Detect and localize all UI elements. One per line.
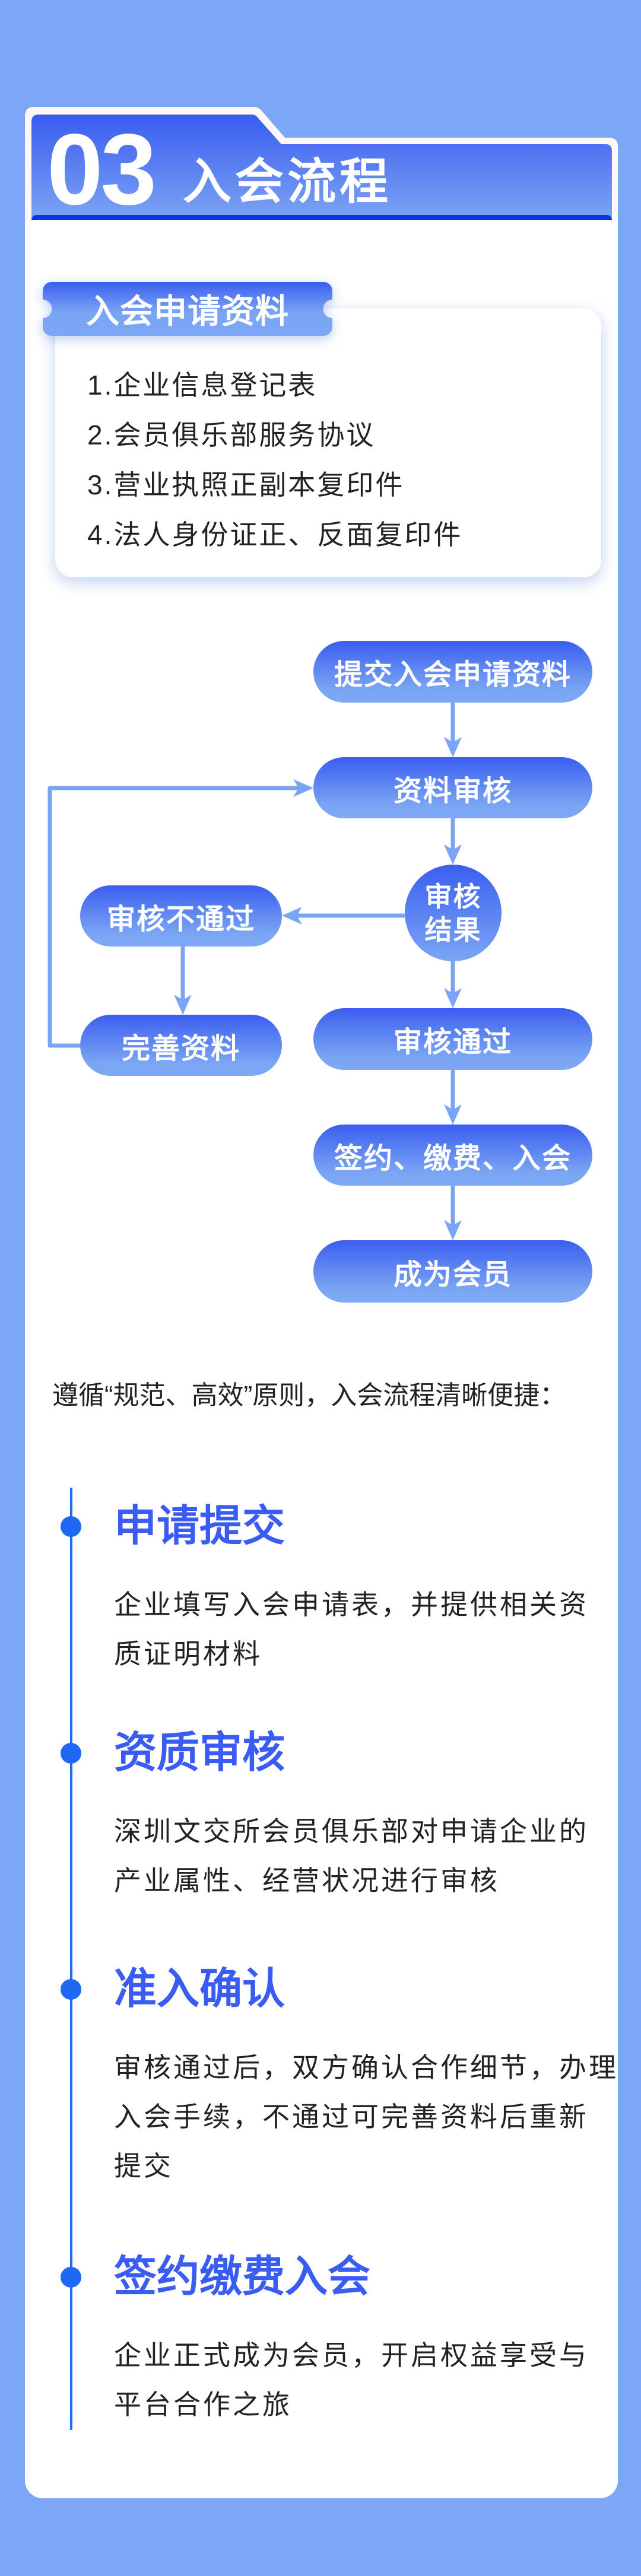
timeline-step: 申请提交 企业填写入会申请表，并提供相关资 质证明材料 <box>114 1500 607 1679</box>
flow-decision-result: 审核 结果 <box>405 865 502 961</box>
content-card <box>25 220 618 2498</box>
step-description: 企业正式成为会员，开启权益享受与 平台合作之旅 <box>114 2331 607 2429</box>
materials-item: 4.法人身份证正、反面复印件 <box>87 519 463 550</box>
materials-label-badge: 入会申请资料 <box>43 282 332 336</box>
materials-list: 1.企业信息登记表 2.会员俱乐部服务协议 3.营业执照正副本复印件 4.法人身… <box>87 360 462 560</box>
timeline-dot-icon <box>61 1516 81 1537</box>
flow-node-sign: 签约、缴费、入会 <box>313 1125 592 1186</box>
step-line: 入会手续，不通过可完善资料后重新 <box>114 2101 589 2132</box>
timeline-step: 签约缴费入会 企业正式成为会员，开启权益享受与 平台合作之旅 <box>114 2250 607 2429</box>
step-line: 企业正式成为会员，开启权益享受与 <box>114 2340 589 2371</box>
step-title: 资质审核 <box>114 1729 285 1777</box>
flow-node-improve: 完善资料 <box>80 1015 282 1076</box>
timeline-line <box>70 1488 72 2430</box>
step-description: 深圳文交所会员俱乐部对申请企业的 产业属性、经营状况进行审核 <box>114 1807 607 1905</box>
materials-item: 3.营业执照正副本复印件 <box>87 469 405 500</box>
step-line: 平台合作之旅 <box>114 2389 292 2420</box>
flow-node-member: 成为会员 <box>313 1240 592 1303</box>
timeline-dot-icon <box>61 2267 81 2288</box>
flow-node-rejected: 审核不通过 <box>80 885 282 946</box>
intro-text: 遵循“规范、高效”原则，入会流程清晰便捷： <box>52 1381 566 1410</box>
materials-box <box>55 309 601 577</box>
step-description: 审核通过后，双方确认合作细节，办理 入会手续，不通过可完善资料后重新 提交 <box>114 2043 618 2191</box>
timeline-dot-icon <box>61 1743 81 1764</box>
flow-node-review: 资料审核 <box>313 757 592 818</box>
step-line: 企业填写入会申请表，并提供相关资 <box>114 1589 589 1620</box>
flow-node-submit: 提交入会申请资料 <box>313 641 592 703</box>
section-header-tab <box>25 107 618 221</box>
materials-label: 入会申请资料 <box>43 282 332 336</box>
step-line: 产业属性、经营状况进行审核 <box>114 1865 500 1896</box>
section-number: 03 <box>47 113 157 226</box>
materials-item: 1.企业信息登记表 <box>87 370 318 401</box>
step-title: 准入确认 <box>114 1965 285 2013</box>
step-line: 深圳文交所会员俱乐部对申请企业的 <box>114 1816 589 1847</box>
step-description: 企业填写入会申请表，并提供相关资 质证明材料 <box>114 1580 607 1679</box>
flow-decision-label: 结果 <box>424 914 482 945</box>
step-line: 提交 <box>114 2151 173 2181</box>
section-title: 入会流程 <box>183 155 392 209</box>
flow-decision-label: 审核 <box>424 881 482 912</box>
timeline-step: 准入确认 审核通过后，双方确认合作细节，办理 入会手续，不通过可完善资料后重新 … <box>114 1962 618 2191</box>
flow-node-approved: 审核通过 <box>313 1008 592 1070</box>
step-title: 申请提交 <box>114 1503 285 1550</box>
header-divider <box>31 215 612 220</box>
step-line: 质证明材料 <box>114 1638 262 1669</box>
materials-item: 2.会员俱乐部服务协议 <box>87 420 376 450</box>
timeline-dot-icon <box>61 1979 81 2000</box>
step-title: 签约缴费入会 <box>114 2253 371 2301</box>
timeline-step: 资质审核 深圳文交所会员俱乐部对申请企业的 产业属性、经营状况进行审核 <box>114 1726 607 1905</box>
step-line: 审核通过后，双方确认合作细节，办理 <box>114 2052 618 2083</box>
